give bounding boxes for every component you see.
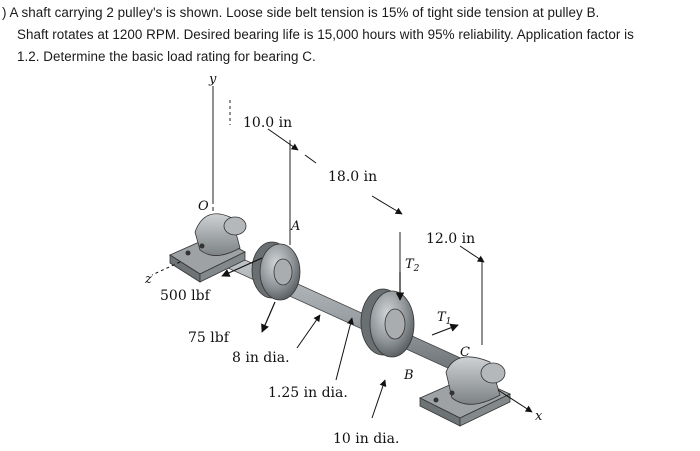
problem-line-3: 1.2. Determine the basic load rating for… <box>17 49 316 64</box>
x-axis-label: x <box>535 409 543 424</box>
bearing-c <box>419 356 511 427</box>
dia-a-leader <box>296 314 321 349</box>
z-axis-line <box>151 261 181 276</box>
force-500-label: 500 lbf <box>160 288 212 304</box>
y-axis-label: y <box>208 72 217 87</box>
dim-line-1 <box>304 154 317 164</box>
force-75-arrow <box>261 301 276 333</box>
dim-arrow-2 <box>371 195 403 215</box>
dim-label-10: 10.0 in <box>243 115 292 131</box>
dim-label-12: 12.0 in <box>426 231 475 247</box>
dia-shaft-label: 1.25 in dia. <box>268 385 348 401</box>
pulley-a <box>251 241 301 301</box>
dim-arrow-3 <box>459 245 485 263</box>
bearing-o <box>169 213 247 283</box>
dia-b-label: 10 in dia. <box>333 431 399 447</box>
bearing-c-label: C <box>460 345 470 360</box>
dim-arrow-1 <box>267 128 299 151</box>
origin-label: O <box>198 199 209 214</box>
tension-t2-label: T2 <box>405 257 420 274</box>
dia-a-label: 8 in dia. <box>232 350 290 366</box>
z-axis-label: z <box>144 272 152 287</box>
dia-b-leader <box>371 379 387 419</box>
pulley-b-label: B <box>403 368 414 383</box>
force-75-label: 75 lbf <box>188 330 231 346</box>
dim-label-18: 18.0 in <box>328 169 377 185</box>
x-axis-line <box>497 389 533 413</box>
dia-shaft-leader <box>335 317 354 381</box>
tension-t1-label: T1 <box>437 310 451 327</box>
tension-t1-arrow <box>431 323 459 336</box>
force-500-arrow <box>221 257 263 277</box>
problem-line-2: Shaft rotates at 1200 RPM. Desired beari… <box>17 27 634 42</box>
pulley-a-label: A <box>290 219 300 234</box>
problem-line-1: ) A shaft carrying 2 pulley's is shown. … <box>2 5 600 20</box>
pulley-b <box>360 288 415 358</box>
